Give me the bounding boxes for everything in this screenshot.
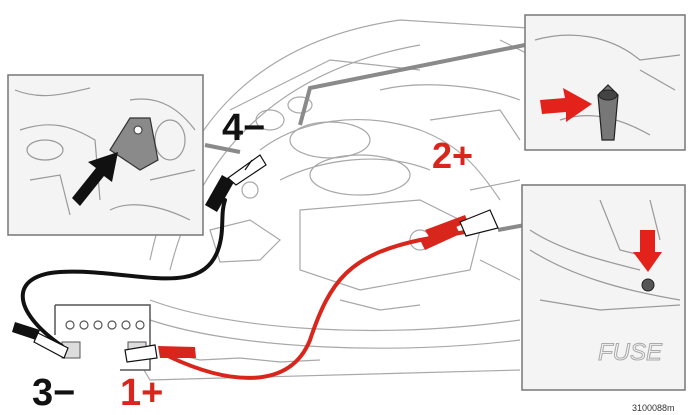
step-label-4: 4−: [222, 107, 265, 149]
red-arrow-icon: [540, 88, 592, 122]
red-clamp-battery: [124, 344, 196, 363]
red-clamp-engine: [420, 209, 499, 250]
black-clamp-battery: [12, 322, 69, 359]
inset-ground-point: [7, 74, 204, 236]
red-down-arrow-icon: [633, 230, 662, 272]
step-label-1: 1+: [120, 372, 163, 414]
fuse-text: FUSE: [598, 339, 663, 366]
black-clamp-engine: [205, 154, 267, 212]
inset-positive-terminal: [524, 14, 686, 151]
inset-fuse-box: FUSE: [521, 184, 686, 391]
step-label-2: 2+: [432, 135, 473, 176]
ground-bracket: [109, 117, 159, 171]
step-label-3: 3−: [32, 372, 75, 414]
callout-leaders: [204, 43, 526, 232]
reference-code: 3100088m: [632, 403, 675, 413]
red-cable: [168, 230, 467, 380]
black-cable: [20, 198, 227, 348]
black-arrow-icon: [72, 152, 118, 206]
